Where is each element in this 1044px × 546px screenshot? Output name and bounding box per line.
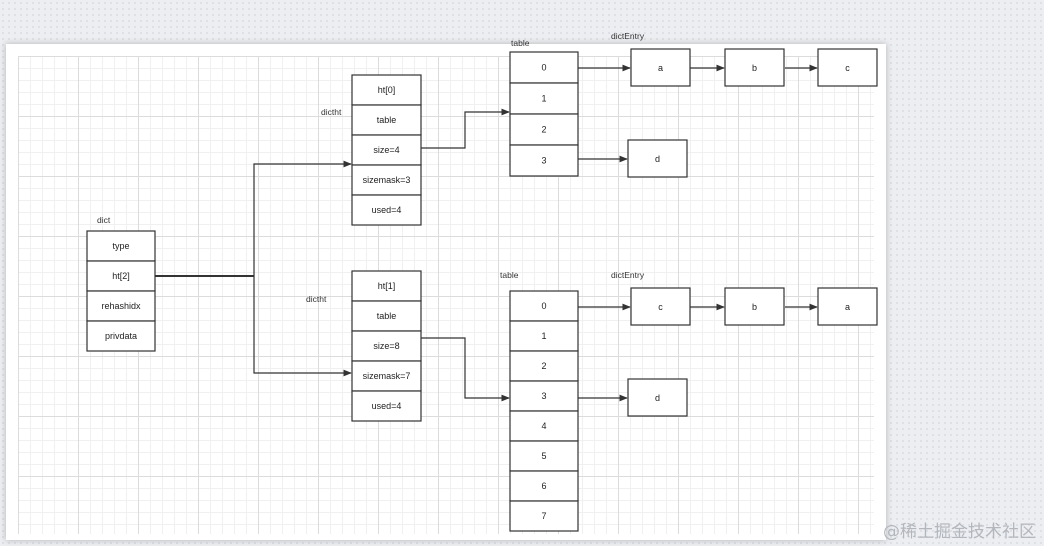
table1-cell-6 (509, 470, 579, 502)
table1-cell-label-4: 4 (541, 421, 546, 431)
table1-cell-3 (509, 380, 579, 412)
entry0-caption: dictEntry (611, 31, 645, 41)
dictht0-cell-label-3: sizemask=3 (363, 175, 411, 185)
dict-cell-label-2: rehashidx (101, 301, 141, 311)
dictht1-caption: dictht (306, 294, 327, 304)
chain1_row3-node-0 (627, 378, 688, 417)
structs: type ht[2] rehashidx privdata ht[0] table size… (86, 51, 579, 532)
table0-cell-0 (509, 51, 579, 84)
table0-caption: table (511, 38, 530, 48)
entry1-caption: dictEntry (611, 270, 645, 280)
dictht0-cell-3 (351, 164, 422, 196)
chain0_row0-node-label-2: c (845, 63, 850, 73)
dictht1-cell-label-0: ht[1] (378, 281, 396, 291)
dict-struct: type ht[2] rehashidx privdata (86, 230, 156, 352)
table1-cell-label-0: 0 (541, 301, 546, 311)
dictht0-cell-label-1: table (377, 115, 397, 125)
dictht0-struct: ht[0] table size=4 sizemask=3 used=4 (351, 74, 422, 226)
chain0_row3-node-0 (627, 139, 688, 178)
dictht1-cell-2 (351, 330, 422, 362)
chain1_row0-node-label-2: a (845, 302, 850, 312)
dict-cell-0 (86, 230, 156, 262)
chain0_row3-node-label-0: d (655, 154, 660, 164)
dict-cell-1 (86, 260, 156, 292)
connectors (155, 64, 818, 402)
dictht0-cell-0 (351, 74, 422, 106)
table1-cell-label-2: 2 (541, 361, 546, 371)
table0-cell-1 (509, 82, 579, 115)
dictht0-cell-label-4: used=4 (372, 205, 402, 215)
table1-cell-5 (509, 440, 579, 472)
chain1_row0-node-label-1: b (752, 302, 757, 312)
dictht0-caption: dictht (321, 107, 342, 117)
table1-cell-label-5: 5 (541, 451, 546, 461)
dictht0-cell-1 (351, 104, 422, 136)
chain0_row0-node-label-1: b (752, 63, 757, 73)
table0-struct: 0 1 2 3 (509, 51, 579, 177)
arrow-dict-to-ht0 (253, 160, 352, 276)
watermark: @稀土掘金技术社区 (883, 522, 1036, 542)
dictht1-struct: ht[1] table size=8 sizemask=7 used=4 (351, 270, 422, 422)
entry-nodes: a b c d c b a d (627, 48, 878, 417)
table1-cell-0 (509, 290, 579, 322)
arrow-dict-to-ht1 (253, 276, 352, 377)
chain1_row0-node-0 (630, 287, 691, 326)
table1-cell-label-6: 6 (541, 481, 546, 491)
dict-cell-label-1: ht[2] (112, 271, 130, 281)
arrow-ht1-table (421, 337, 510, 402)
table0-cell-label-3: 3 (541, 156, 546, 166)
table0-cell-3 (509, 144, 579, 177)
dictht1-cell-label-1: table (377, 311, 397, 321)
dictht1-cell-label-2: size=8 (373, 341, 399, 351)
dict-caption: dict (97, 215, 111, 225)
dictht1-cell-label-3: sizemask=7 (363, 371, 411, 381)
dictht0-cell-label-0: ht[0] (378, 85, 396, 95)
table1-caption: table (500, 270, 519, 280)
chain1_row3-node-label-0: d (655, 393, 660, 403)
dictht1-cell-3 (351, 360, 422, 392)
dictht0-cell-2 (351, 134, 422, 166)
chain0_row0-node-1 (724, 48, 785, 87)
dict-cell-label-3: privdata (105, 331, 137, 341)
table1-cell-label-3: 3 (541, 391, 546, 401)
table0-cell-label-2: 2 (541, 125, 546, 135)
table0-cell-label-0: 0 (541, 63, 546, 73)
table1-struct: 0 1 2 3 4 5 6 7 (509, 290, 579, 532)
dictht0-cell-label-2: size=4 (373, 145, 399, 155)
dictht1-cell-label-4: used=4 (372, 401, 402, 411)
dict-cell-label-0: type (112, 241, 129, 251)
table1-cell-4 (509, 410, 579, 442)
dict-cell-2 (86, 290, 156, 322)
dict-cell-3 (86, 320, 156, 352)
chain1_row0-node-2 (817, 287, 878, 326)
table1-cell-label-7: 7 (541, 511, 546, 521)
dictht1-cell-0 (351, 270, 422, 302)
arrow-ht0-table (421, 108, 510, 149)
table1-cell-7 (509, 500, 579, 532)
chain1_row0-node-label-0: c (658, 302, 663, 312)
dictht1-cell-4 (351, 390, 422, 422)
dictht1-cell-1 (351, 300, 422, 332)
chain0_row0-node-0 (630, 48, 691, 87)
chain0_row0-node-label-0: a (658, 63, 663, 73)
table0-cell-2 (509, 113, 579, 146)
dictht0-cell-4 (351, 194, 422, 226)
chain1_row0-node-1 (724, 287, 785, 326)
table1-cell-label-1: 1 (541, 331, 546, 341)
table0-cell-label-1: 1 (541, 94, 546, 104)
chain0_row0-node-2 (817, 48, 878, 87)
